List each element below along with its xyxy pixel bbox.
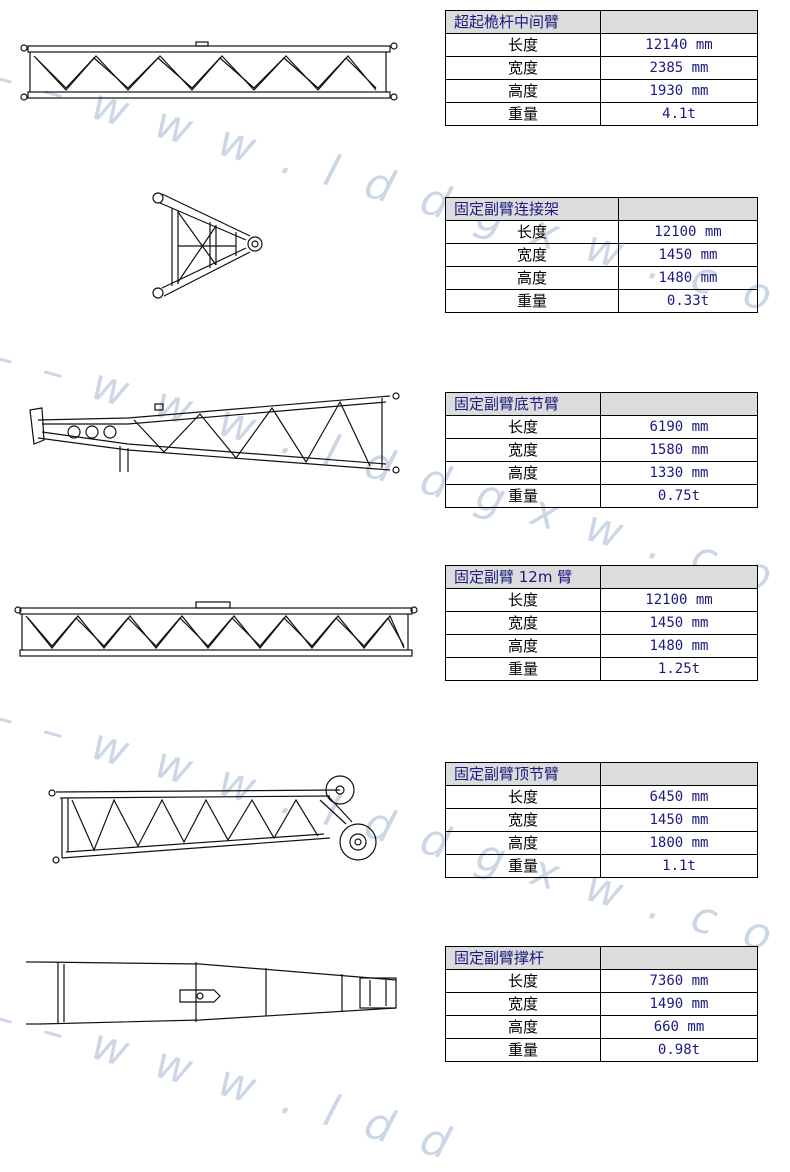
row-label: 高度 (445, 1015, 601, 1039)
row-label: 高度 (445, 634, 601, 658)
row-value: 1490 mm (600, 992, 758, 1016)
row-value: 1580 mm (600, 438, 758, 462)
row-value: 12100 mm (618, 220, 758, 244)
row-value: 1450 mm (600, 808, 758, 832)
row-value: 660 mm (600, 1015, 758, 1039)
row-value: 1.1t (600, 854, 758, 878)
table-title: 固定副臂连接架 (445, 197, 619, 221)
row-label: 高度 (445, 266, 619, 290)
row-value: 1480 mm (600, 634, 758, 658)
row-label: 长度 (445, 33, 601, 57)
row-value: 1450 mm (600, 611, 758, 635)
row-label: 宽度 (445, 243, 619, 267)
row-label: 宽度 (445, 992, 601, 1016)
row-value: 1.25t (600, 657, 758, 681)
component-drawings (14, 41, 418, 1025)
row-label: 重量 (445, 854, 601, 878)
row-value: 0.33t (618, 289, 758, 313)
row-label: 高度 (445, 461, 601, 485)
table-title: 固定副臂 12m 臂 (445, 565, 601, 589)
row-label: 宽度 (445, 438, 601, 462)
table-title: 固定副臂底节臂 (445, 392, 601, 416)
row-label: 宽度 (445, 611, 601, 635)
row-value: 0.98t (600, 1038, 758, 1062)
table-title: 固定副臂撑杆 (445, 946, 601, 970)
row-label: 重量 (445, 102, 601, 126)
row-value: 6450 mm (600, 785, 758, 809)
row-value: 0.75t (600, 484, 758, 508)
base-section-drawing (29, 392, 400, 474)
row-label: 长度 (445, 588, 601, 612)
row-value: 12100 mm (600, 588, 758, 612)
row-value: 1930 mm (600, 79, 758, 103)
row-value: 1800 mm (600, 831, 758, 855)
row-value: 2385 mm (600, 56, 758, 80)
strut-drawing (26, 961, 397, 1025)
table-title: 超起桅杆中间臂 (445, 10, 601, 34)
row-label: 长度 (445, 220, 619, 244)
row-label: 宽度 (445, 808, 601, 832)
row-label: 重量 (445, 1038, 601, 1062)
table-title: 固定副臂顶节臂 (445, 762, 601, 786)
row-value: 4.1t (600, 102, 758, 126)
twelve-meter-section-drawing (14, 601, 418, 657)
row-label: 重量 (445, 289, 619, 313)
connecting-frame-drawing (152, 192, 263, 299)
row-label: 长度 (445, 785, 601, 809)
row-label: 重量 (445, 657, 601, 681)
row-value: 12140 mm (600, 33, 758, 57)
row-value: 6190 mm (600, 415, 758, 439)
row-label: 宽度 (445, 56, 601, 80)
row-value: 1330 mm (600, 461, 758, 485)
row-label: 长度 (445, 969, 601, 993)
row-label: 高度 (445, 831, 601, 855)
row-value: 1480 mm (618, 266, 758, 290)
row-label: 重量 (445, 484, 601, 508)
top-section-drawing (48, 775, 377, 864)
row-label: 长度 (445, 415, 601, 439)
row-label: 高度 (445, 79, 601, 103)
row-value: 7360 mm (600, 969, 758, 993)
row-value: 1450 mm (618, 243, 758, 267)
mast-middle-section-drawing (20, 41, 398, 101)
